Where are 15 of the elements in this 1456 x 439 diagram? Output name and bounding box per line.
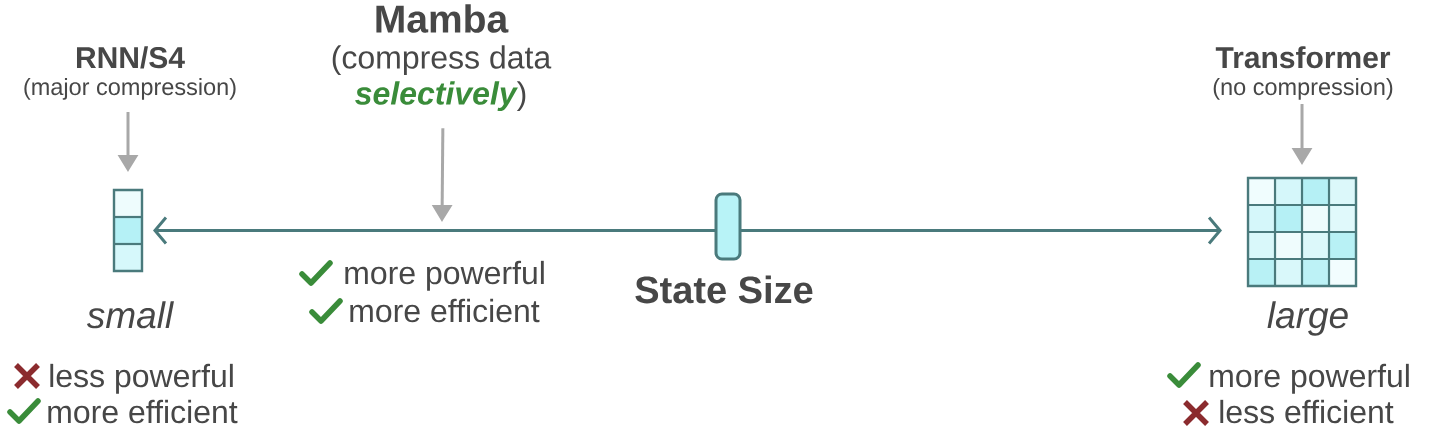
model-label: Transformer (no compression)	[1213, 46, 1393, 100]
model-label: RNN/S4 (major compression)	[24, 46, 236, 100]
vector-cells	[112, 188, 144, 273]
list-item: more efficient	[350, 298, 540, 323]
axis-label: State Size	[635, 275, 813, 304]
list-item: more powerful	[1210, 363, 1409, 394]
list-item: less powerful	[50, 363, 233, 394]
size-label: small	[86, 301, 174, 329]
matrix-grid	[1246, 176, 1358, 288]
size-label: large	[1267, 301, 1348, 336]
list-item: more powerful	[345, 260, 544, 291]
double-arrow	[153, 216, 1222, 245]
list-item: less efficient	[1220, 399, 1394, 424]
list-item: more efficient	[48, 399, 238, 424]
model-label: Mamba (compress data selectively)	[332, 4, 552, 112]
